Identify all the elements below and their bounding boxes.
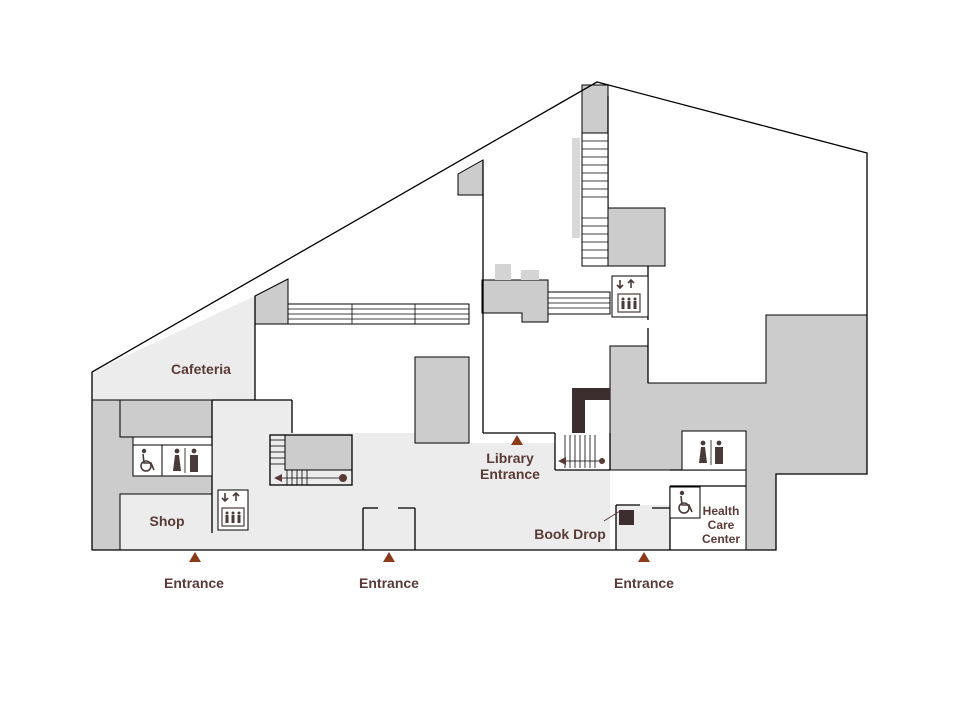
cafeteria-label: Cafeteria [171, 361, 231, 377]
wheelchair-icon [140, 448, 155, 472]
entrance-middle-label: Entrance [359, 575, 419, 591]
elevator-icon [217, 489, 249, 531]
library-entrance-label-line2: Entrance [480, 466, 540, 482]
entrance-west-label: Entrance [164, 575, 224, 591]
health-care-label-line2: Care [708, 518, 735, 532]
book-drop-label: Book Drop [534, 526, 606, 542]
stairs-icon [270, 132, 611, 485]
elevator-icon [611, 275, 649, 318]
wheelchair-icon [669, 486, 701, 519]
health-care-label-line3: Center [702, 532, 740, 546]
entrance-east-label: Entrance [614, 575, 674, 591]
shop-label: Shop [150, 513, 185, 529]
book-drop-icon [603, 510, 634, 525]
restroom-icon [681, 430, 747, 471]
service-areas [91, 84, 868, 551]
health-care-label-line1: Health [703, 504, 740, 518]
restroom-icon [132, 444, 213, 477]
entrance-marker-icon [189, 435, 650, 562]
library-entrance-label-line1: Library [486, 450, 534, 466]
